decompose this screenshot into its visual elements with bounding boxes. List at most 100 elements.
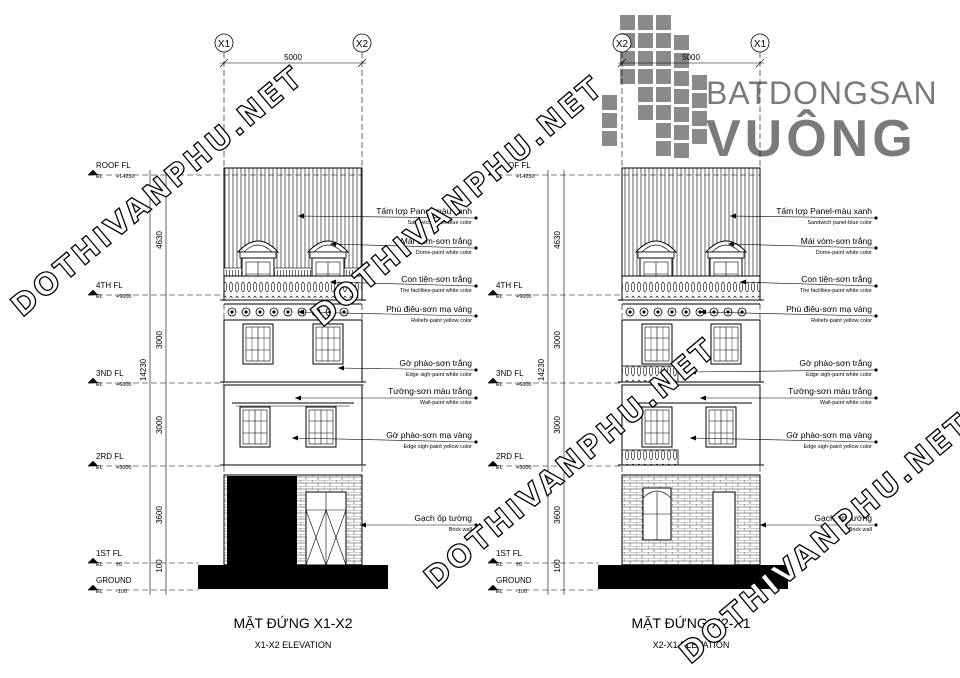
note-label-vi: Gạch ốp tường [414, 513, 472, 523]
window [242, 323, 274, 365]
logo-square [692, 75, 707, 90]
grid-bubble-x1-label: X1 [754, 39, 767, 50]
leader-arrow-icon [295, 395, 301, 401]
level-el-label: EL [496, 589, 503, 595]
level-el-label: EL [496, 562, 503, 568]
note-label-en: Brick wall [849, 527, 872, 533]
note-label-en: The facilities-paint white color [800, 288, 872, 294]
dim-3000-a: 3000 [553, 331, 562, 349]
dim-3600: 3600 [155, 506, 164, 524]
level-marker-icon [487, 460, 499, 467]
logo-square [638, 87, 653, 102]
logo-square [620, 69, 635, 84]
leader-arrow-icon [690, 369, 696, 375]
level-marker-icon [487, 377, 499, 384]
grid-bubble-x1-label: X1 [218, 39, 231, 50]
note-label-en: Wall-paint white color [420, 400, 472, 406]
elevation-title: MẶT ĐỨNG X1-X2 [233, 615, 352, 631]
level-value: -100 [516, 589, 527, 595]
level-marker-icon [487, 557, 499, 564]
level-name: 3ND FL [96, 369, 124, 378]
level-name: 1ST FL [96, 549, 123, 558]
level-name: ROOF FL [496, 161, 531, 170]
logo-square [674, 53, 689, 68]
logo-square [692, 93, 707, 108]
note-label-vi: Con tiện-sơn trắng [801, 274, 872, 284]
dim-4630: 4630 [553, 231, 562, 249]
logo-square [638, 33, 653, 48]
note-label-vi: Tường-sơn màu trắng [388, 386, 472, 396]
leader-arrow-icon [760, 522, 766, 528]
level-name: 2RD FL [496, 452, 524, 461]
logo-square [602, 113, 617, 128]
level-value: +3600 [116, 465, 131, 471]
level-marker-icon [87, 169, 99, 176]
note-label-en: Dome-paint white color [416, 250, 472, 256]
logo-square [674, 35, 689, 50]
level-value: +3600 [516, 465, 531, 471]
note-label-vi: Mái vòm-sơn trắng [401, 236, 473, 246]
note-label-vi: Gờ phào-sơn trắng [399, 358, 472, 368]
grid-bubble-x2 [612, 33, 632, 53]
logo-square [656, 141, 671, 156]
leader-arrow-icon [700, 309, 706, 315]
note-label-en: Brick wall [449, 527, 472, 533]
logo-square [674, 107, 689, 122]
note-label-vi: Gờ phào-sơn trắng [799, 358, 872, 368]
note-label-vi: Gờ phào-sơn mạ vàng [386, 430, 472, 440]
level-el-label: EL [496, 382, 503, 388]
dim-4630: 4630 [155, 231, 164, 249]
level-value: +14230 [516, 174, 535, 180]
level-name: GROUND [496, 576, 532, 585]
logo-square [656, 69, 671, 84]
leader-arrow-icon [728, 241, 734, 247]
logo-square [674, 143, 689, 158]
grid-bubble-x1 [750, 33, 770, 53]
leader-arrow-icon [740, 279, 746, 285]
note-label-en: Reliefs-paint yellow color [411, 318, 472, 324]
logo-square [692, 111, 707, 126]
window [305, 406, 337, 448]
span-dimension: 5000 [682, 53, 700, 62]
note-label-en: Reliefs-paint yellow color [811, 318, 872, 324]
note-label-vi: Tấm lợp Panel-màu xanh [776, 206, 872, 216]
garage-opening [227, 476, 297, 565]
level-el-label: EL [96, 465, 103, 471]
level-value: +6600 [116, 382, 131, 388]
level-value: -100 [116, 589, 127, 595]
leader-arrow-icon [730, 213, 736, 219]
elevation-title: MẶT ĐỨNG X2-X1 [631, 615, 750, 631]
level-name: 2RD FL [96, 452, 124, 461]
leader-arrow-icon [298, 213, 304, 219]
balcony-railing [621, 449, 679, 466]
logo-square [692, 129, 707, 144]
leader-arrow-icon [330, 241, 336, 247]
grid-bubble-x2-label: X2 [616, 39, 629, 50]
level-name: 1ST FL [496, 549, 523, 558]
note-label-en: Sandwich panel-blue color [807, 220, 872, 226]
level-name: ROOF FL [96, 161, 131, 170]
leader-arrow-icon [690, 435, 696, 441]
window [641, 323, 673, 365]
level-value: ±0 [516, 562, 522, 568]
grid-bubble-x2-label: X2 [356, 39, 369, 50]
level-el-label: EL [96, 382, 103, 388]
leader-arrow-icon [330, 279, 336, 285]
foundation [598, 565, 788, 589]
note-label-vi: Con tiện-sơn trắng [401, 274, 472, 284]
dim-3000-b: 3000 [155, 416, 164, 434]
level-marker-icon [87, 460, 99, 467]
leader-arrow-icon [700, 395, 706, 401]
note-label-vi: Gờ phào-sơn mạ vàng [786, 430, 872, 440]
logo-grid-mark [602, 15, 707, 158]
dim-3000-b: 3000 [553, 416, 562, 434]
note-label-vi: Phù điêu-sơn mạ vàng [786, 304, 872, 314]
relief-band [625, 307, 747, 317]
dim-100: 100 [553, 559, 562, 573]
logo-square [620, 15, 635, 30]
note-label-en: Edge sigh-paint yellow color [804, 444, 873, 450]
level-value: +9600 [516, 294, 531, 300]
